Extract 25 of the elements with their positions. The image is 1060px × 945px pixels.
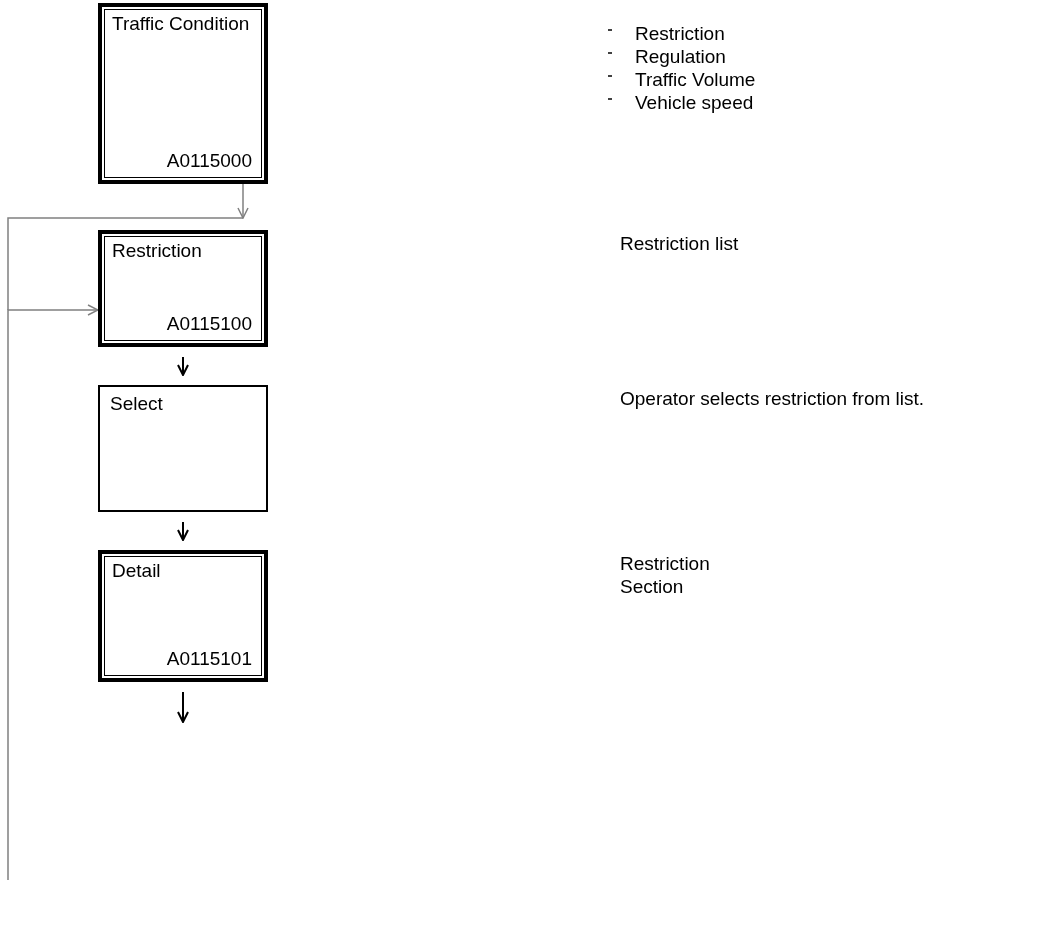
arrow (177, 356, 189, 376)
arrow (177, 521, 189, 541)
process-box (98, 3, 268, 184)
note-text: Section (620, 575, 684, 598)
arrow (177, 691, 189, 723)
process-box (98, 230, 268, 347)
arrow (237, 183, 249, 219)
note-text: Operator selects restriction from list. (620, 387, 925, 410)
box-title: Restriction (112, 240, 202, 262)
arrow (7, 304, 99, 881)
screen-code: A0115100 (166, 313, 252, 335)
list-item: Vehicle speed (635, 91, 754, 114)
list-item: Regulation (635, 45, 726, 68)
connector-line (7, 217, 244, 311)
process-box (98, 385, 268, 512)
box-title: Select (110, 393, 163, 415)
screen-code: A0115000 (166, 150, 252, 172)
process-box (98, 550, 268, 682)
box-title: Detail (112, 560, 161, 582)
note-text: Restriction list (620, 232, 739, 255)
box-title: Traffic Condition (112, 13, 250, 35)
list-item: Traffic Volume (635, 68, 756, 91)
note-text: Restriction (620, 552, 710, 575)
list-item: Restriction (635, 22, 725, 45)
screen-code: A0115101 (166, 648, 252, 670)
